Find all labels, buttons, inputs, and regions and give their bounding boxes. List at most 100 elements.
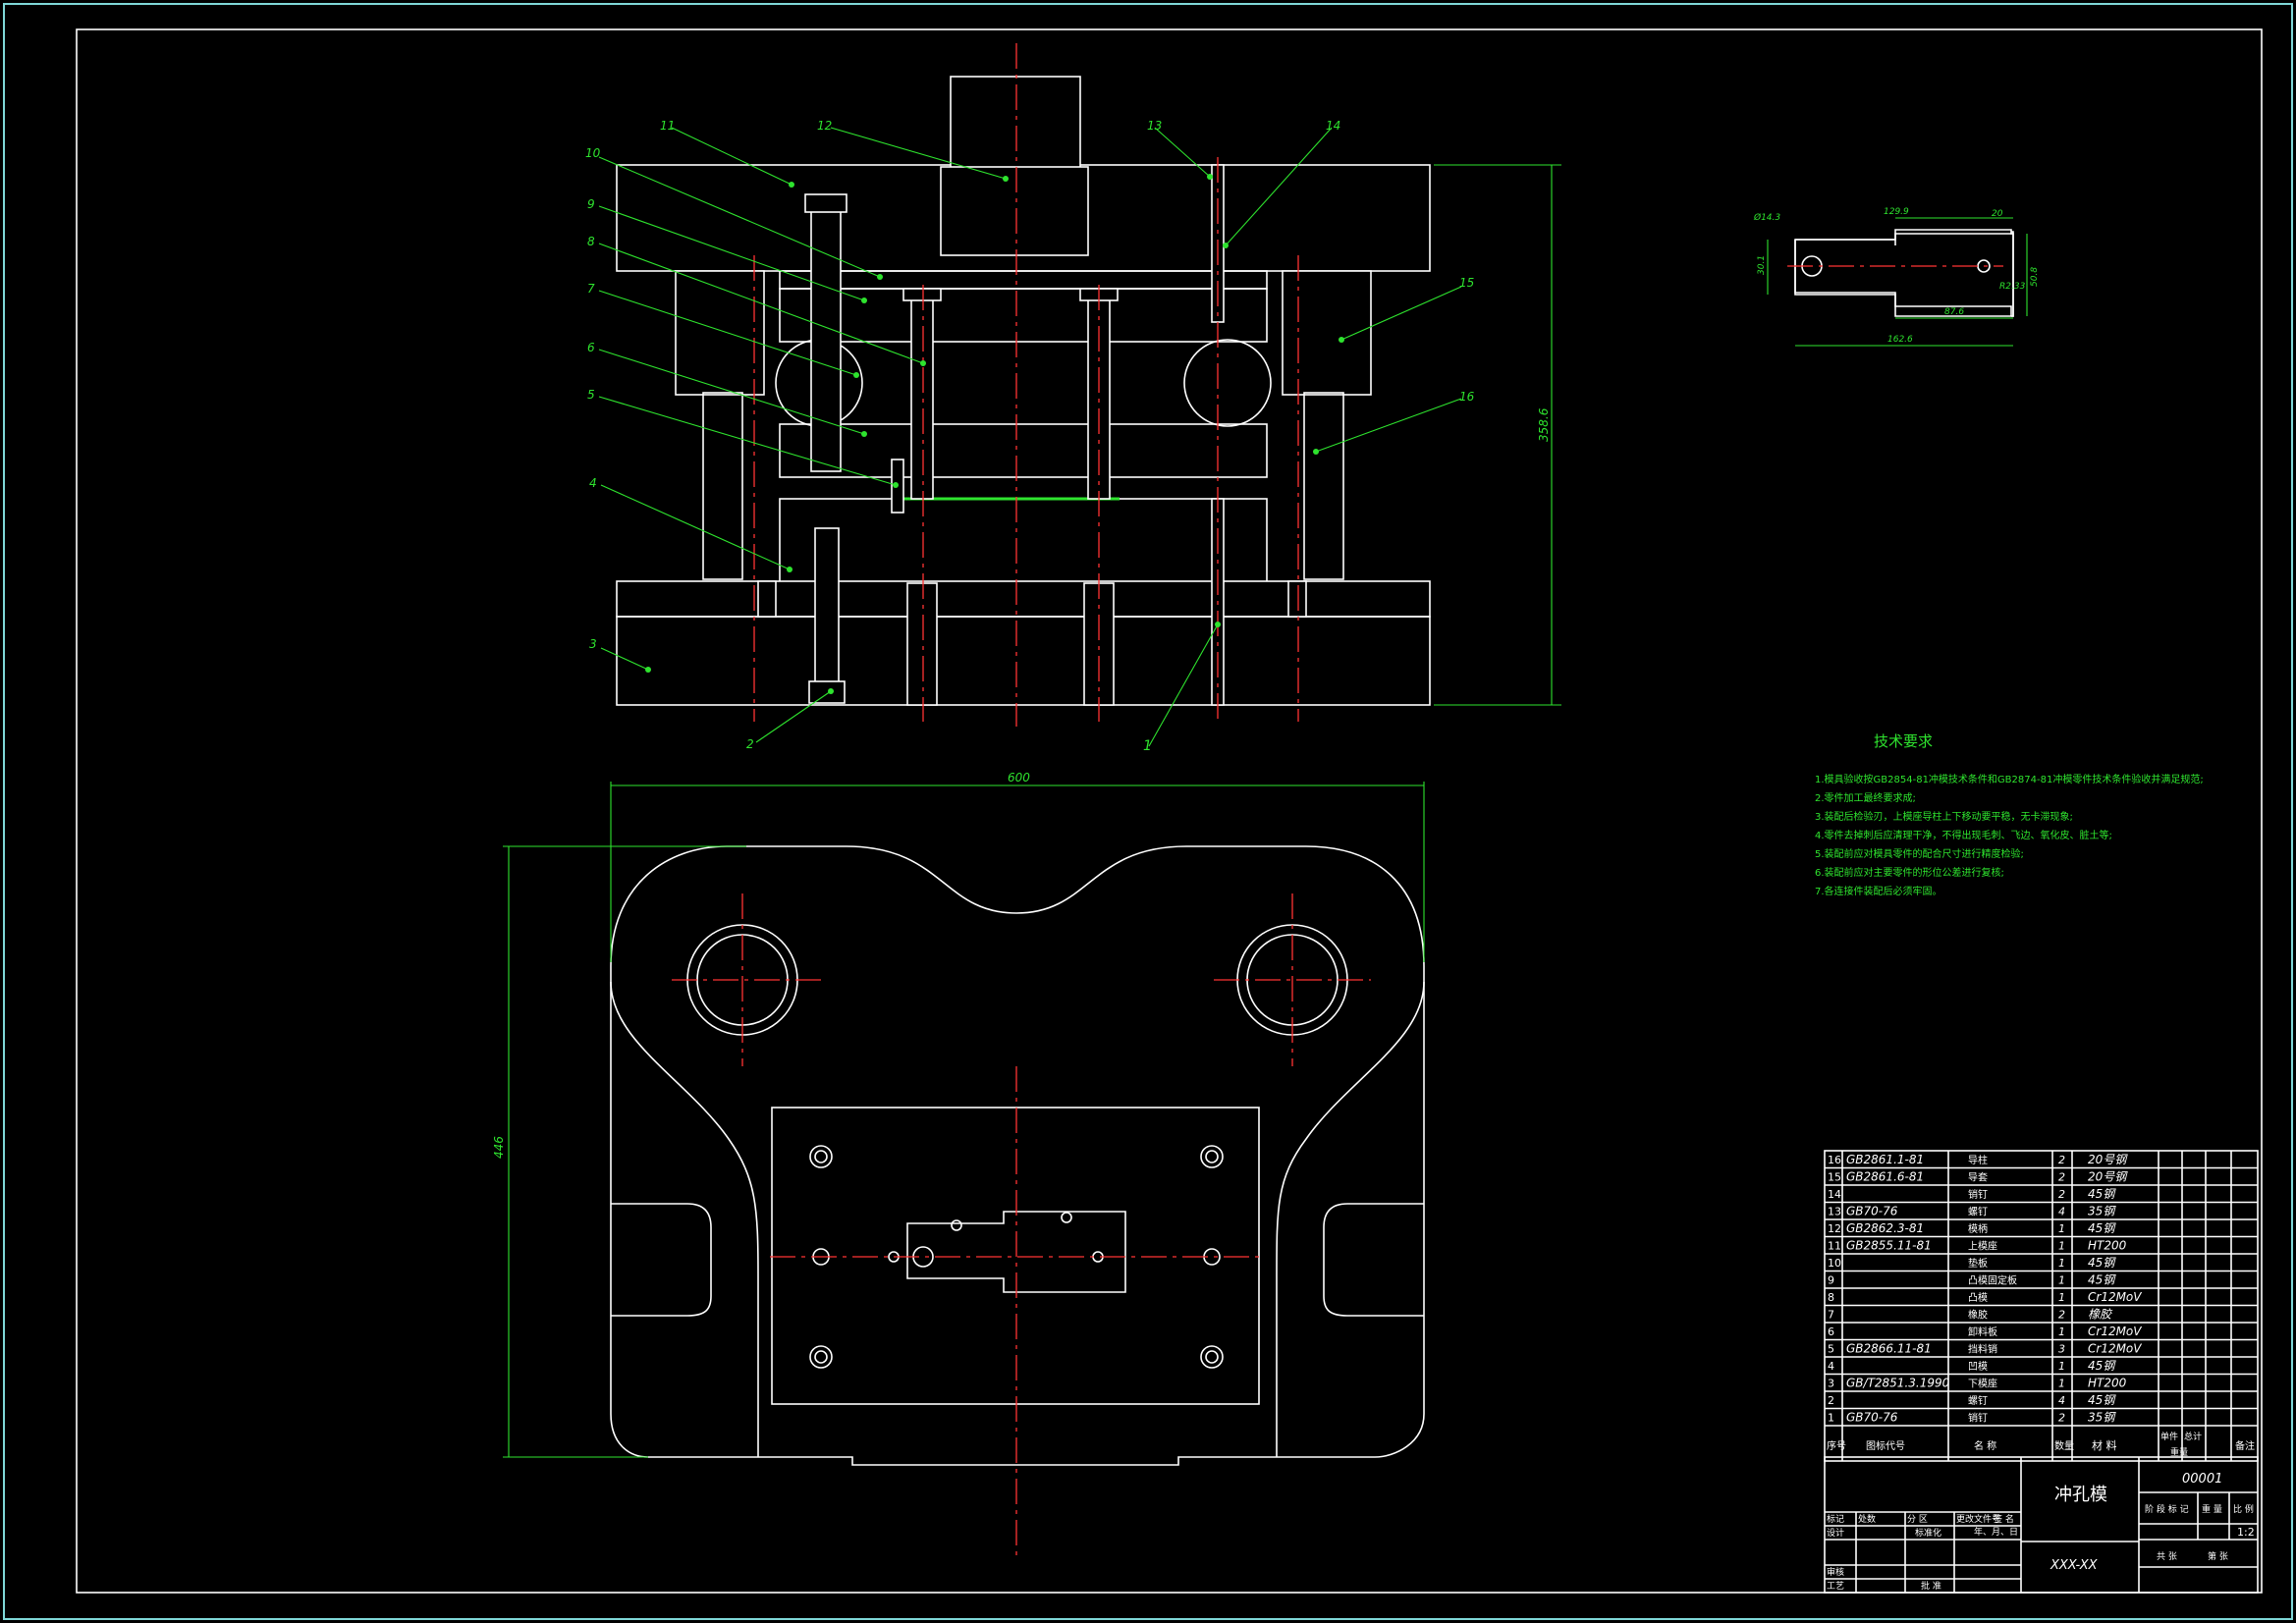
bom-name: 上模座 xyxy=(1968,1240,1997,1253)
bom-code: GB70-76 xyxy=(1846,1411,1898,1425)
bom-no: 2 xyxy=(1828,1394,1834,1407)
bom-name: 凸模固定板 xyxy=(1968,1274,2017,1287)
plan-view: 600 446 xyxy=(492,771,1424,1555)
bom-mat: 45钢 xyxy=(2088,1273,2116,1287)
bom-mat: Cr12MoV xyxy=(2088,1290,2142,1304)
bom-name: 下模座 xyxy=(1968,1378,1997,1390)
bom-no: 6 xyxy=(1828,1325,1834,1338)
balloon-1: 1 xyxy=(1143,738,1152,754)
bom-no: 11 xyxy=(1828,1240,1841,1253)
bom-qty: 3 xyxy=(2058,1343,2065,1356)
bom-name: 卸料板 xyxy=(1968,1325,1997,1338)
bom-mat: HT200 xyxy=(2088,1377,2127,1390)
dim-front-height: 358.6 xyxy=(1537,407,1551,442)
drawing-no: 00001 xyxy=(2182,1472,2222,1487)
tb-label-zone: 分 区 xyxy=(1907,1514,1928,1525)
tb-label-total-sheets: 共 张 xyxy=(2157,1551,2177,1562)
bom-mat: 45钢 xyxy=(2088,1393,2116,1407)
bom-mat: 橡胶 xyxy=(2088,1308,2113,1322)
tb-label-sheet: 第 张 xyxy=(2208,1550,2228,1562)
bom-code: GB2866.11-81 xyxy=(1846,1342,1932,1356)
tech-line-3: 3.装配后检验刃，上模座导柱上下移动要平稳，无卡滞现象; xyxy=(1815,810,2073,823)
technical-requirements: 技术要求 1.模具验收按GB2854-81冲模技术条件和GB2874-81冲模零… xyxy=(1815,732,2204,897)
bom-qty: 1 xyxy=(2058,1274,2065,1287)
bom-name: 垫板 xyxy=(1968,1257,1988,1270)
bom-mat: 20号钢 xyxy=(2088,1170,2128,1184)
bom-qty: 2 xyxy=(2058,1412,2065,1425)
part-dia: Ø14.3 xyxy=(1753,212,1780,223)
bom-mat: 20号钢 xyxy=(2088,1153,2128,1166)
bom-qty: 2 xyxy=(2058,1154,2065,1166)
tb-label-design: 设计 xyxy=(1827,1527,1844,1539)
company: XXX-XX xyxy=(2050,1558,2099,1573)
part-d2: 20 xyxy=(1992,209,2003,219)
balloon-5: 5 xyxy=(587,388,595,402)
scale: 1:2 xyxy=(2237,1526,2255,1539)
bom-header-weight: 重量 xyxy=(2170,1446,2188,1458)
bom-code: GB2855.11-81 xyxy=(1846,1239,1932,1253)
dim-plan-height: 446 xyxy=(492,1136,506,1159)
bom-name: 凹模 xyxy=(1968,1361,1988,1373)
bom-name: 橡胶 xyxy=(1968,1309,1988,1322)
bom-qty: 1 xyxy=(2058,1222,2065,1235)
tech-line-2: 2.零件加工最终要求成; xyxy=(1815,791,1916,804)
bom-name: 销钉 xyxy=(1968,1412,1988,1425)
tb-label-mark: 标记 xyxy=(1827,1513,1844,1525)
inner-frame xyxy=(77,29,2262,1593)
balloon-10: 10 xyxy=(585,146,601,160)
bom-mat: 45钢 xyxy=(2088,1359,2116,1373)
bom-header-name: 名 称 xyxy=(1974,1439,1996,1452)
bom-mat: 45钢 xyxy=(2088,1187,2116,1201)
bom-mat: Cr12MoV xyxy=(2088,1342,2142,1356)
bom-mat: HT200 xyxy=(2088,1239,2127,1253)
balloon-3: 3 xyxy=(589,637,597,651)
bom-code: GB/T2851.3.1990 xyxy=(1846,1377,1950,1390)
balloon-8: 8 xyxy=(587,235,595,248)
bom-no: 8 xyxy=(1828,1291,1834,1304)
bom-no: 10 xyxy=(1828,1257,1841,1270)
bom-no: 16 xyxy=(1828,1154,1841,1166)
tech-line-4: 4.零件去掉刺后应清理干净，不得出现毛刺、飞边、氧化皮、脏土等; xyxy=(1815,829,2112,841)
bom-header-code: 图标代号 xyxy=(1866,1440,1905,1452)
bom-no: 1 xyxy=(1828,1412,1834,1425)
bom-header-qty: 数量 xyxy=(2054,1439,2074,1452)
bom-qty: 4 xyxy=(2058,1206,2065,1218)
bom-code: GB2862.3-81 xyxy=(1846,1221,1924,1235)
tech-line-1: 1.模具验收按GB2854-81冲模技术条件和GB2874-81冲模零件技术条件… xyxy=(1815,773,2204,785)
balloon-15: 15 xyxy=(1459,276,1474,290)
bom-mat: Cr12MoV xyxy=(2088,1325,2142,1338)
bom-header-total: 总计 xyxy=(2184,1431,2202,1442)
bom-name: 模柄 xyxy=(1968,1222,1988,1235)
tb-label-count: 处数 xyxy=(1858,1513,1876,1525)
tb-label-process: 工艺 xyxy=(1827,1581,1844,1592)
dim-plan-width: 600 xyxy=(1008,771,1030,784)
bom-name: 销钉 xyxy=(1968,1188,1988,1201)
bom-name: 导套 xyxy=(1968,1171,1988,1184)
bom-qty: 4 xyxy=(2058,1394,2065,1407)
bom-header-note: 备注 xyxy=(2235,1439,2255,1452)
balloon-11: 11 xyxy=(660,119,675,133)
part-h1: 30.1 xyxy=(1757,255,1767,275)
balloon-13: 13 xyxy=(1147,119,1162,133)
tech-line-7: 7.各连接件装配后必须牢固。 xyxy=(1815,885,1942,897)
bom-code: GB70-76 xyxy=(1846,1205,1898,1218)
part-h2: 50.8 xyxy=(2030,267,2040,287)
bom-qty: 2 xyxy=(2058,1309,2065,1322)
tb-label-approve: 批 准 xyxy=(1921,1580,1941,1592)
drawing-name: 冲孔模 xyxy=(2054,1485,2107,1505)
part-sketch: Ø14.3 129.9 20 30.1 50.8 R2.33 87.6 162.… xyxy=(1753,207,2040,346)
tech-title: 技术要求 xyxy=(1874,732,1933,750)
bom-mat: 45钢 xyxy=(2088,1256,2116,1270)
bom-no: 7 xyxy=(1828,1309,1834,1322)
tb-label-stage: 阶 段 标 记 xyxy=(2145,1503,2189,1515)
bom-qty: 1 xyxy=(2058,1360,2065,1373)
bom-name: 螺钉 xyxy=(1968,1395,1988,1407)
bom-no: 12 xyxy=(1828,1222,1841,1235)
bom-name: 挡料销 xyxy=(1968,1343,1997,1356)
bom-no: 4 xyxy=(1828,1360,1834,1373)
bom-mat: 45钢 xyxy=(2088,1221,2116,1235)
balloon-9: 9 xyxy=(587,197,595,211)
balloon-6: 6 xyxy=(587,341,595,354)
bom-no: 15 xyxy=(1828,1171,1841,1184)
part-d1: 129.9 xyxy=(1884,207,1909,217)
